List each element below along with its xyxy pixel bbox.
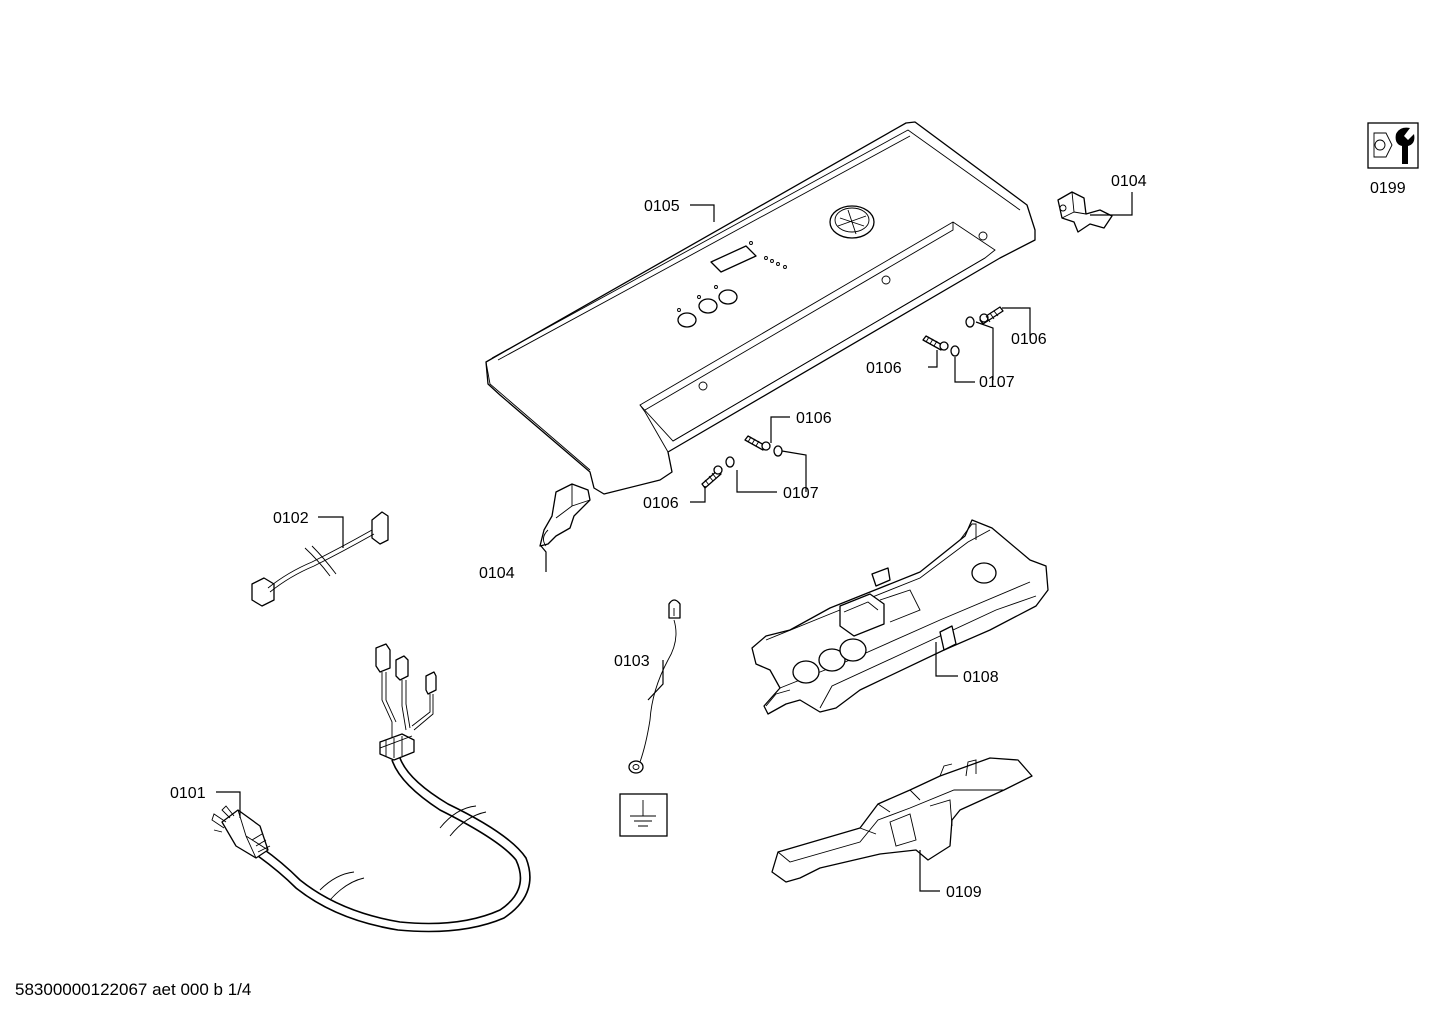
part-clip-left [539, 483, 591, 547]
label-0101: 0101 [170, 785, 206, 802]
part-power-cord [211, 643, 531, 933]
leader-lines [216, 192, 1133, 892]
label-0106-middle: 0106 [866, 360, 902, 377]
label-0106-lower-right: 0106 [796, 410, 832, 427]
label-0107-upper: 0107 [979, 374, 1015, 391]
label-0103: 0103 [614, 653, 650, 670]
wrench-nut-icon [1367, 122, 1419, 169]
part-ground-wire [628, 599, 681, 774]
label-0199: 0199 [1370, 180, 1406, 197]
part-control-module [751, 519, 1049, 715]
part-screws-washers [701, 306, 1004, 489]
label-0105: 0105 [644, 198, 680, 215]
label-0109: 0109 [946, 884, 982, 901]
label-0107-lower: 0107 [783, 485, 819, 502]
label-0106-top-right: 0106 [1011, 331, 1047, 348]
label-0106-lower-left: 0106 [643, 495, 679, 512]
label-0104-right: 0104 [1111, 173, 1147, 190]
drawing-number: 58300000122067 aet 000 b 1/4 [15, 980, 252, 999]
part-bracket [771, 757, 1033, 883]
part-control-panel [485, 121, 1036, 495]
label-0108: 0108 [963, 669, 999, 686]
part-wire-harness [251, 511, 389, 607]
label-0104-left: 0104 [479, 565, 515, 582]
label-0102: 0102 [273, 510, 309, 527]
part-clip-right [1057, 191, 1113, 233]
ground-symbol-icon [619, 793, 668, 837]
